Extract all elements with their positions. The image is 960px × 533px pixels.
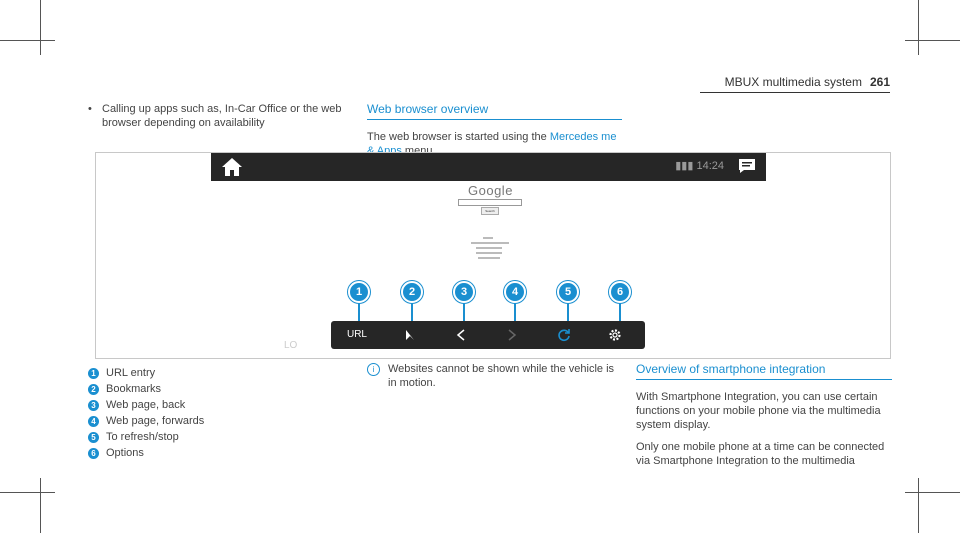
callout-line	[358, 301, 360, 329]
page-text-line	[471, 242, 509, 244]
info-icon: i	[367, 363, 380, 376]
legend-label: Bookmarks	[106, 383, 162, 395]
home-icon[interactable]	[221, 157, 243, 177]
callout-2: 2	[401, 281, 423, 303]
page-text-line	[478, 257, 500, 259]
crop-mark	[0, 492, 55, 493]
status-area: ▮▮▮ 14:24	[675, 159, 724, 172]
browser-bottom-bar: URL	[331, 321, 645, 349]
callout-line	[514, 301, 516, 329]
google-text: Google	[468, 183, 513, 198]
callout-4: 4	[504, 281, 526, 303]
legend-label: To refresh/stop	[106, 431, 179, 443]
page-number: 261	[869, 75, 890, 89]
callout-5: 5	[557, 281, 579, 303]
web-browser-section: Web browser overview The web browser is …	[367, 102, 622, 158]
back-icon[interactable]	[456, 329, 466, 341]
callout-1: 1	[348, 281, 370, 303]
google-search-input[interactable]	[458, 199, 522, 206]
crop-mark	[40, 478, 41, 533]
page-text-line	[476, 247, 502, 249]
callout-3: 3	[453, 281, 475, 303]
bullet-text: Calling up apps such as, In-Car Office o…	[102, 103, 342, 129]
crop-mark	[918, 478, 919, 533]
callout-line	[619, 301, 621, 329]
bullet-item: • Calling up apps such as, In-Car Office…	[88, 102, 348, 130]
legend-item: 4 Web page, forwards	[88, 413, 204, 429]
browser-screenshot-figure: ▮▮▮ 14:24 Google Search 1 2 3 4 5 6 URL …	[95, 152, 891, 359]
legend-item: 1 URL entry	[88, 365, 204, 381]
callout-6: 6	[609, 281, 631, 303]
legend-item: 5 To refresh/stop	[88, 429, 204, 445]
header-divider	[700, 92, 890, 93]
note-text: Websites cannot be shown while the vehic…	[388, 363, 615, 389]
paragraph: With Smartphone Integration, you can use…	[636, 391, 881, 431]
legend-number: 2	[88, 383, 99, 395]
legend-label: Options	[106, 447, 144, 459]
url-button[interactable]: URL	[346, 329, 367, 340]
crop-mark	[40, 0, 41, 55]
legend-item: 6 Options	[88, 445, 204, 461]
gear-icon[interactable]	[608, 328, 622, 342]
legend-number: 3	[88, 399, 99, 411]
bookmark-icon[interactable]	[405, 329, 415, 341]
clock: 14:24	[696, 160, 724, 172]
crop-mark	[905, 40, 960, 41]
legend-number: 1	[88, 367, 99, 379]
refresh-icon[interactable]	[557, 328, 571, 342]
page-text-line	[476, 252, 502, 254]
page-header: MBUX multimedia system 261	[725, 75, 890, 89]
message-icon[interactable]	[738, 158, 756, 174]
page-text-line	[483, 237, 493, 239]
screen-top-bar: ▮▮▮ 14:24	[211, 153, 766, 181]
legend-label: Web page, back	[106, 399, 186, 411]
legend-label: Web page, forwards	[106, 415, 205, 427]
legend-item: 3 Web page, back	[88, 397, 204, 413]
google-logo: Google	[468, 183, 513, 198]
crop-mark	[905, 492, 960, 493]
legend-label: URL entry	[106, 367, 156, 379]
section-title: Web browser overview	[367, 102, 622, 120]
signal-icon: ▮▮▮	[675, 160, 694, 172]
bullet-icon: •	[88, 103, 92, 115]
section-title: Overview of smartphone integration	[636, 362, 892, 380]
smartphone-integration-section: Overview of smartphone integration With …	[636, 362, 892, 476]
callout-line	[463, 301, 465, 329]
callout-line	[411, 301, 413, 329]
legend-item: 2 Bookmarks	[88, 381, 204, 397]
left-column: • Calling up apps such as, In-Car Office…	[88, 102, 348, 130]
callout-line	[567, 301, 569, 329]
text-part: The web browser is started using the	[367, 131, 550, 143]
footer-mark: LO	[284, 340, 298, 351]
crop-mark	[0, 40, 55, 41]
legend-number: 6	[88, 447, 99, 459]
crop-mark	[918, 0, 919, 55]
legend-number: 4	[88, 415, 99, 427]
forward-icon[interactable]	[507, 329, 517, 341]
info-note: i Websites cannot be shown while the veh…	[367, 362, 622, 390]
google-search-button[interactable]: Search	[481, 207, 499, 215]
paragraph: Only one mobile phone at a time can be c…	[636, 441, 885, 467]
header-title: MBUX multimedia system	[724, 75, 862, 89]
legend-number: 5	[88, 431, 99, 443]
